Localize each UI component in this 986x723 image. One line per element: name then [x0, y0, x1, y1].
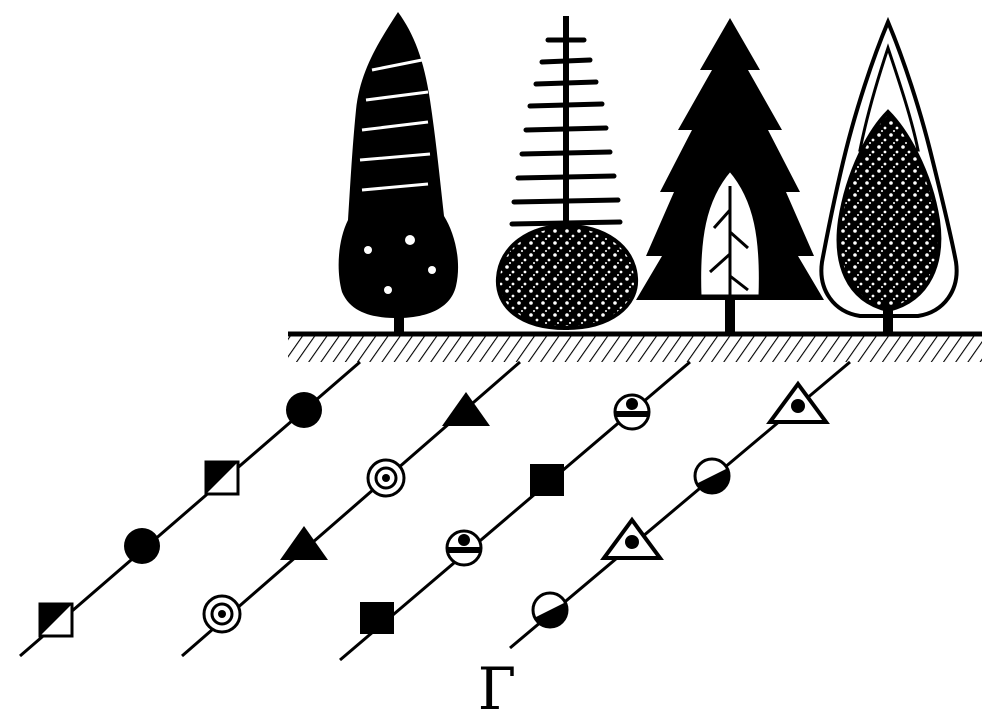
tree-2-shrub — [495, 223, 639, 331]
row-3-markers — [360, 393, 651, 634]
tree-1-trunk — [394, 314, 404, 336]
tree-1-crown-texture — [359, 58, 431, 192]
tree-2-branches — [509, 37, 623, 227]
row-2-triangle-marker — [280, 526, 328, 560]
tree-1 — [338, 12, 459, 336]
row-2-markers — [202, 392, 490, 634]
row-1-square-marker — [204, 460, 240, 496]
row-2-ring-marker — [202, 594, 242, 634]
row-4-half-disc-marker — [531, 591, 569, 629]
tree-4 — [819, 16, 959, 334]
row-4-half-disc-marker — [693, 457, 731, 495]
soil-hatching — [288, 336, 982, 362]
row-4-triangle-marker — [600, 516, 664, 560]
tree-3-crown — [636, 18, 824, 300]
figure-label: Г — [477, 655, 517, 723]
row-1-markers — [38, 392, 322, 638]
row-3-ball-marker — [613, 393, 651, 431]
tree-3-trunk — [725, 298, 735, 334]
row-4-markers — [531, 380, 830, 629]
row-3-square-marker — [360, 602, 394, 634]
row-2-ring-marker — [366, 458, 406, 498]
planting-rows — [19, 360, 851, 662]
row-4-triangle-marker — [766, 380, 830, 424]
tree-2 — [495, 16, 639, 331]
tree-3 — [636, 18, 824, 334]
row-1-square-marker — [38, 602, 74, 638]
row-3-ball-marker — [445, 529, 483, 567]
row-1-circle-marker — [124, 528, 160, 564]
ground — [288, 331, 982, 362]
row-1-circle-marker — [286, 392, 322, 428]
row-3-square-marker — [530, 464, 564, 496]
tree-1-crown — [338, 12, 459, 318]
tree-4-trunk — [883, 306, 893, 334]
row-2-triangle-marker — [442, 392, 490, 426]
